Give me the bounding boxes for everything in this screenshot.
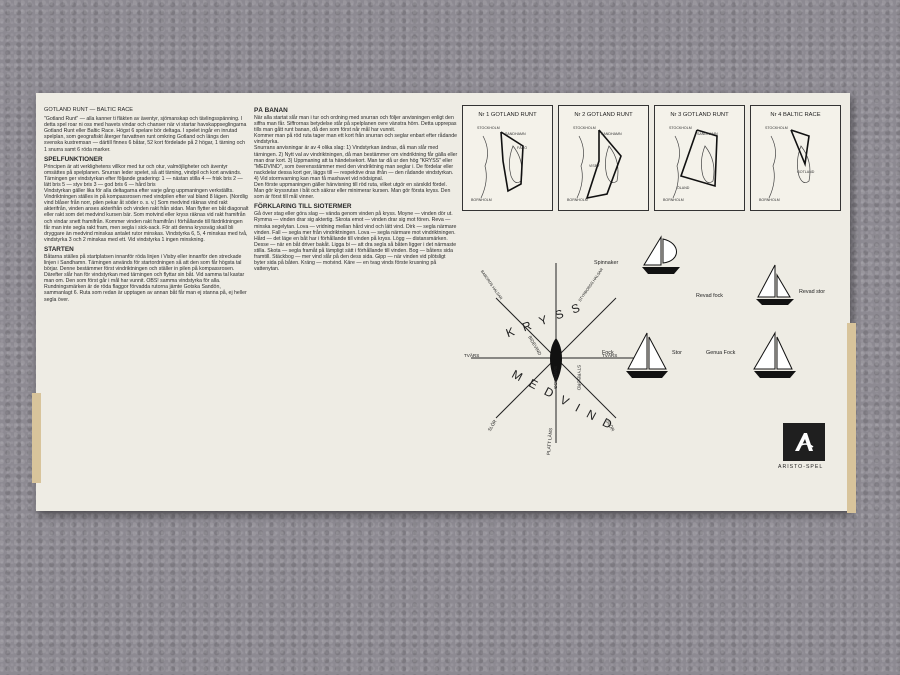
pa-banan-text: När alla startat slår man i tur och ordn… xyxy=(254,115,457,134)
label-bornholm: BORNHOLM xyxy=(663,198,684,202)
label-stockholm: STOCKHOLM xyxy=(669,126,692,130)
label-revad-fock: Revad fock xyxy=(696,293,723,299)
label-bornholm: BORNHOLM xyxy=(759,198,780,202)
label-visby: VISBY xyxy=(589,164,600,168)
boat-fock-stor-icon xyxy=(626,332,668,378)
course-2-route xyxy=(576,129,622,200)
brand-name: ARISTO-SPEL xyxy=(778,464,824,470)
label-sandhamn: SANDHAMN xyxy=(505,132,526,136)
label-revad-stor: Revad stor xyxy=(799,289,826,295)
label-tvars-right: TVÄRS xyxy=(602,353,618,358)
label-spinnaker: Spinnaker xyxy=(594,260,619,266)
board-title: GOTLAND RUNT — BALTIC RACE xyxy=(44,107,133,113)
heading-pa-banan: PÅ BANAN xyxy=(254,107,288,114)
wind-scale-text: Tärningen ger vindstyrkan efter följande… xyxy=(44,175,243,188)
boat-revad-icon xyxy=(756,264,794,305)
map-course-3: Nr 3 GOTLAND RUNT STOCKHOLM SANDHAMN ÖLA… xyxy=(654,105,745,211)
aristo-a-icon xyxy=(795,433,814,451)
label-fock: Fock xyxy=(602,350,614,356)
sioterm-text: Gå över stag eller göra slag — vända gen… xyxy=(254,211,457,273)
course-3-route xyxy=(672,129,718,199)
heading-sioterm: FÖRKLARING TILL SIOTERMER xyxy=(254,203,352,211)
game-board-box: GOTLAND RUNT — BALTIC RACE "Gotland Runt… xyxy=(32,93,856,513)
label-bornholm: BORNHOLM xyxy=(471,198,492,202)
aristo-logo xyxy=(783,423,825,461)
heading-spelfunktioner: SPELFUNKTIONER xyxy=(44,155,103,163)
boat-genua-icon xyxy=(753,331,796,378)
label-sandbog: SANDBOG xyxy=(552,366,558,389)
label-bornholm: BORNHOLM xyxy=(567,198,588,202)
course-4-route xyxy=(768,129,811,199)
rules-column-1: GOTLAND RUNT — BALTIC RACE "Gotland Runt… xyxy=(44,107,249,503)
map-title: Nr 3 GOTLAND RUNT xyxy=(670,112,729,118)
heading-starten: STARTEN xyxy=(44,245,74,253)
first-instruction-text: Den förste uppmaningen gäller hänvisning… xyxy=(254,182,451,201)
race-course-maps: Nr 1 GOTLAND RUNT STOCKHOLM SANDHAMN FÅR… xyxy=(462,105,844,215)
map-course-2: Nr 2 GOTLAND RUNT STOCKHOLM SANDHAMN VIS… xyxy=(558,105,649,211)
label-gotland: GOTLAND xyxy=(797,170,815,174)
course-1-route xyxy=(480,131,524,199)
label-stockholm: STOCKHOLM xyxy=(477,126,500,130)
board-right-edge xyxy=(847,323,856,513)
wind-compass-diagram xyxy=(471,263,641,443)
map-title: Nr 1 GOTLAND RUNT xyxy=(478,112,537,118)
red-square-text: Kommer man på röd ruta tager man ett kor… xyxy=(254,133,457,146)
label-sandhamn: SANDHAMN xyxy=(601,132,622,136)
map-course-4: Nr 4 BALTIC RACE STOCKHOLM GOTLAND BORNH… xyxy=(750,105,841,211)
map-course-1: Nr 1 GOTLAND RUNT STOCKHOLM SANDHAMN FÅR… xyxy=(462,105,553,211)
map-title: Nr 2 GOTLAND RUNT xyxy=(574,112,633,118)
spinner-text: Snurrans anvisningar är av 4 olika slag:… xyxy=(254,145,458,182)
wind-direction-text: Vindriktningen ställes in på kompassrose… xyxy=(44,194,249,243)
label-stockholm: STOCKHOLM xyxy=(573,126,596,130)
label-stor: Stor xyxy=(672,350,682,356)
map-title: Nr 4 BALTIC RACE xyxy=(770,112,821,118)
starten-text: Båtarna ställes på startplatsen innanför… xyxy=(44,253,247,303)
label-faro: FÅRÖ xyxy=(517,146,527,150)
rules-column-2: PÅ BANAN När alla startat slår man i tur… xyxy=(254,107,458,503)
label-styrbord: STYRBORD xyxy=(576,364,582,391)
spelfunktioner-text: Principen är att verklighetens villkor m… xyxy=(44,163,242,176)
board-left-edge xyxy=(32,393,41,483)
label-genua-fock: Genua Fock xyxy=(706,350,736,356)
label-oland: ÖLAND xyxy=(677,186,690,190)
label-tvars-left: TVÄRS xyxy=(464,353,480,358)
boat-spinnaker-icon xyxy=(642,235,680,274)
intro-text: "Gotland Runt" — alla kanner ti fläkten … xyxy=(44,116,247,153)
label-stockholm: STOCKHOLM xyxy=(765,126,788,130)
wind-strength-text: Vindstyrkan gäller lika för alla deltaga… xyxy=(44,188,234,195)
label-sandhamn: SANDHAMN xyxy=(697,132,718,136)
